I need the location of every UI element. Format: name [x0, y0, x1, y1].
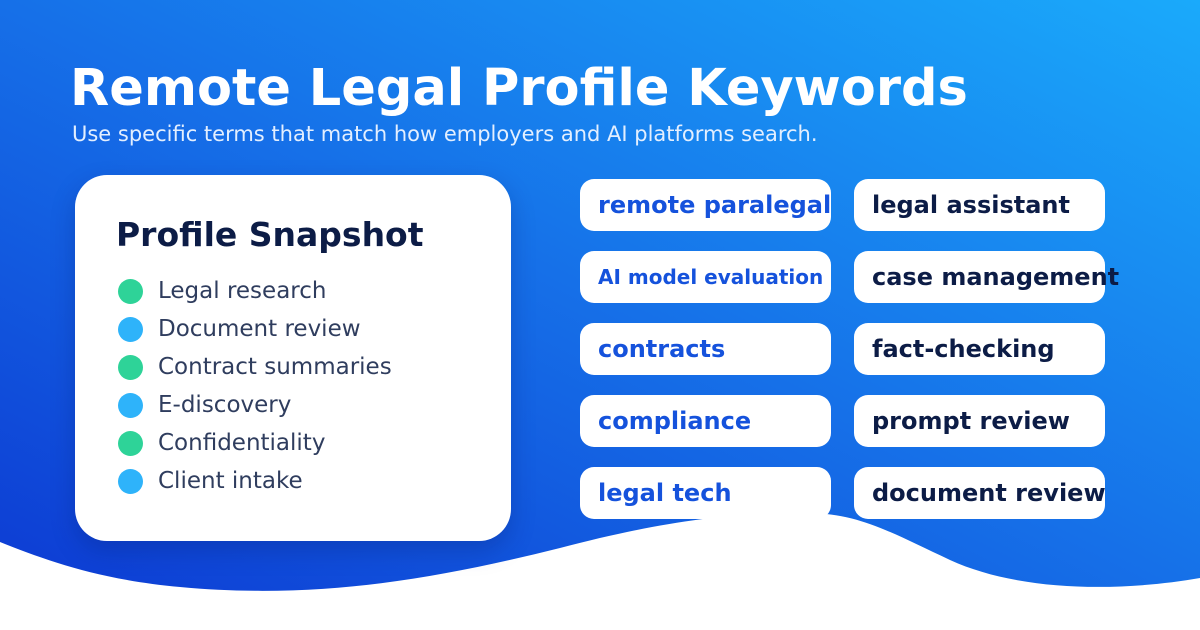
keyword-chip-remote-paralegal: remote paralegal	[580, 179, 831, 231]
keyword-chip-compliance: compliance	[580, 395, 831, 447]
skill-label: Confidentiality	[158, 430, 326, 456]
skill-label: Contract summaries	[158, 354, 392, 380]
skill-list: Legal research Document review Contract …	[118, 272, 392, 500]
list-item: E-discovery	[118, 386, 392, 424]
keyword-chip-ai-model-evaluation: AI model evaluation	[580, 251, 831, 303]
page-title: Remote Legal Profile Keywords	[70, 59, 968, 118]
list-item: Document review	[118, 310, 392, 348]
skill-label: Legal research	[158, 278, 327, 304]
list-item: Client intake	[118, 462, 392, 500]
keyword-chip-prompt-review: prompt review	[854, 395, 1105, 447]
keyword-chip-contracts: contracts	[580, 323, 831, 375]
bullet-dot-icon	[118, 278, 143, 304]
keyword-chip-document-review: document review	[854, 467, 1106, 519]
bullet-dot-icon	[118, 468, 143, 494]
bullet-dot-icon	[118, 392, 143, 418]
skill-label: Document review	[158, 316, 361, 342]
skill-label: Client intake	[158, 468, 303, 494]
bullet-dot-icon	[118, 316, 143, 342]
list-item: Confidentiality	[118, 424, 392, 462]
keyword-chip-fact-checking: fact-checking	[854, 323, 1105, 375]
list-item: Legal research	[118, 272, 392, 310]
profile-snapshot-card: Profile Snapshot Legal research Document…	[75, 175, 511, 541]
card-title: Profile Snapshot	[116, 215, 424, 254]
keyword-chip-case-management: case management	[854, 251, 1119, 303]
bullet-dot-icon	[118, 354, 143, 380]
keyword-chip-legal-tech: legal tech	[580, 467, 831, 519]
keyword-chip-legal-assistant: legal assistant	[854, 179, 1105, 231]
bullet-dot-icon	[118, 430, 143, 456]
page-subtitle: Use specific terms that match how employ…	[72, 122, 818, 146]
list-item: Contract summaries	[118, 348, 392, 386]
skill-label: E-discovery	[158, 392, 292, 418]
